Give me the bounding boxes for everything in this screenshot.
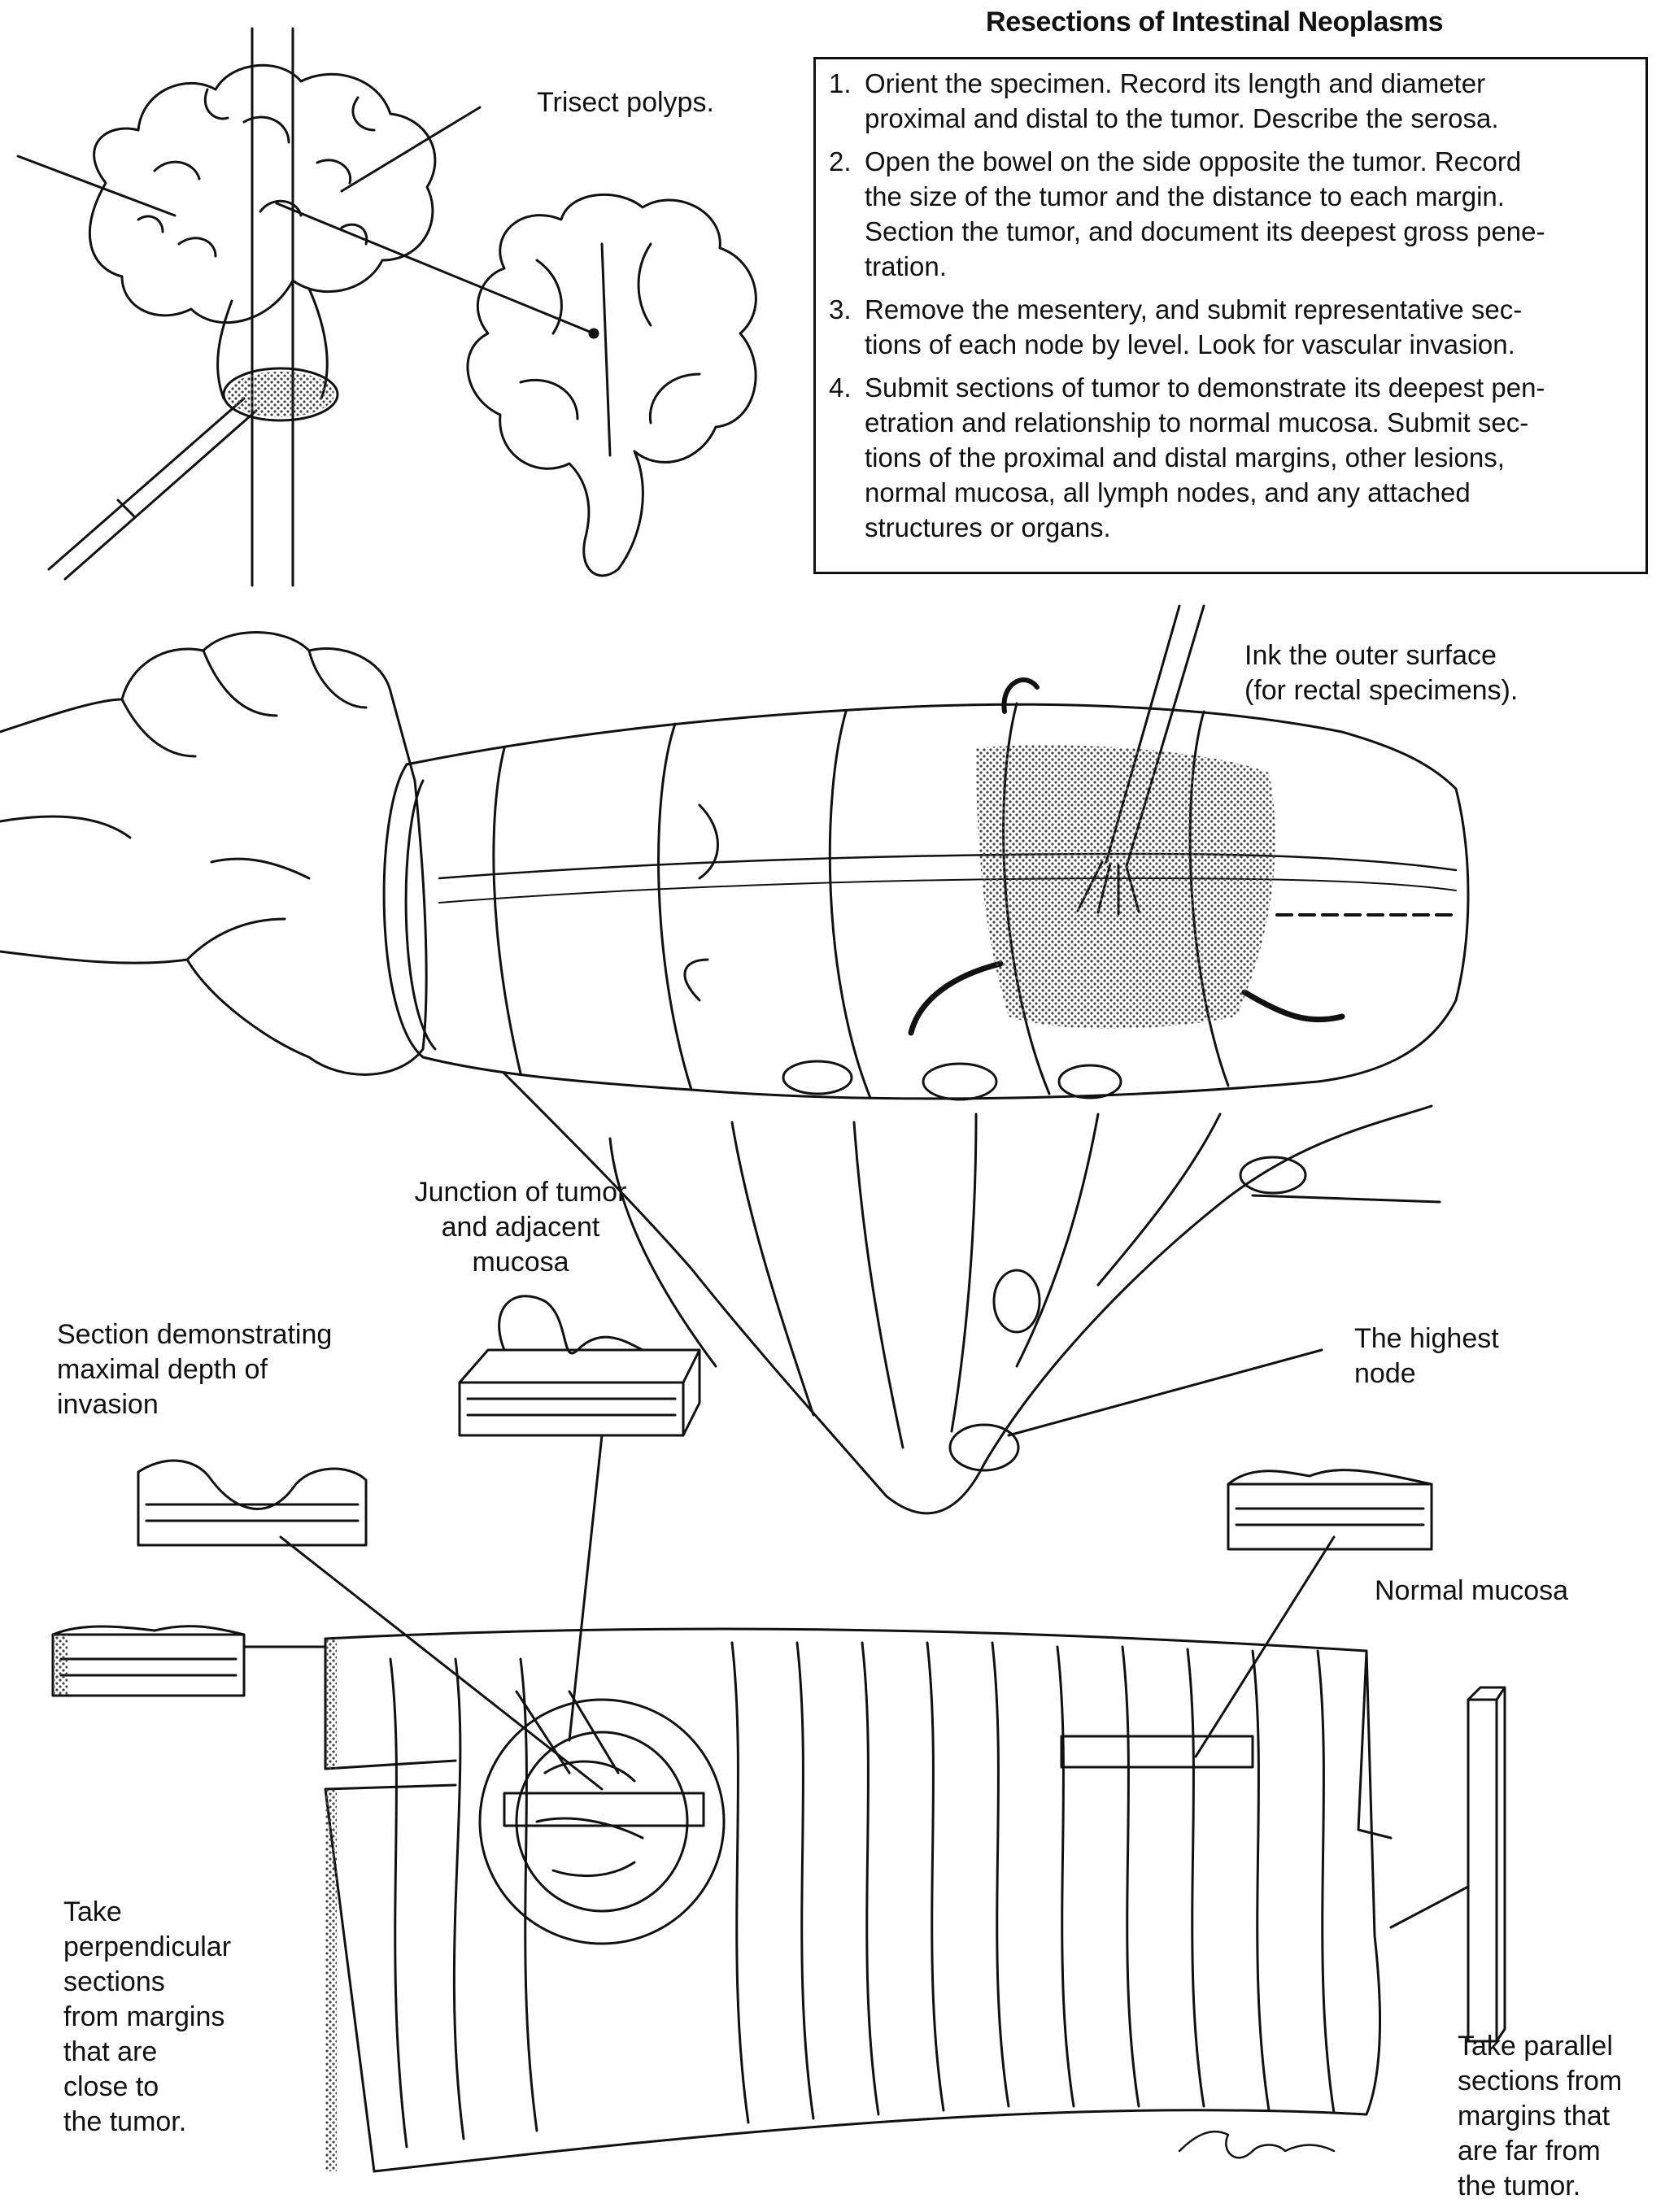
label-line: close to	[63, 2070, 231, 2105]
step-line: the size of the tumor and the distance t…	[865, 179, 1632, 214]
label-ink-surface: Ink the outer surface (for rectal specim…	[1244, 638, 1518, 708]
tissue-block-max-depth	[138, 1461, 602, 1789]
label-line: sections from	[1458, 2064, 1622, 2099]
label-line: node	[1354, 1356, 1499, 1391]
step-text: Submit sections of tumor to demonstrate …	[865, 370, 1632, 545]
label-line: from margins	[63, 2000, 231, 2035]
step-item: 3. Remove the mesentery, and submit repr…	[829, 292, 1632, 362]
label-max-depth: Section demonstrating maximal depth of i…	[57, 1317, 332, 1422]
tissue-block-junction	[460, 1296, 700, 1740]
step-text: Remove the mesentery, and submit represe…	[865, 292, 1632, 362]
label-line: that are	[63, 2035, 231, 2070]
step-text: Open the bowel on the side opposite the …	[865, 144, 1632, 284]
polyp-section-drawing	[468, 194, 756, 575]
step-line: tions of each node by level. Look for va…	[865, 327, 1632, 362]
step-item: 4. Submit sections of tumor to demonstra…	[829, 370, 1632, 545]
label-junction: Junction of tumor and adjacent mucosa	[390, 1175, 651, 1280]
label-line: maximal depth of	[57, 1352, 332, 1387]
opened-bowel-drawing	[325, 1629, 1391, 2171]
step-number: 2.	[829, 144, 852, 179]
label-line: the tumor.	[1458, 2169, 1622, 2204]
step-line: Submit sections of tumor to demonstrate …	[865, 370, 1632, 405]
step-number: 1.	[829, 66, 852, 101]
label-normal-mucosa: Normal mucosa	[1375, 1574, 1568, 1609]
label-line: the tumor.	[63, 2105, 231, 2140]
step-line: Orient the specimen. Record its length a…	[865, 66, 1632, 101]
label-line: Normal mucosa	[1375, 1574, 1568, 1609]
step-text: Orient the specimen. Record its length a…	[865, 66, 1632, 136]
label-line: Take parallel	[1458, 2029, 1622, 2064]
label-line: sections	[63, 1965, 231, 2000]
label-line: are far from	[1458, 2134, 1622, 2169]
label-parallel-sections: Take parallel sections from margins that…	[1458, 2029, 1622, 2204]
step-line: Open the bowel on the side opposite the …	[865, 144, 1632, 179]
step-item: 2. Open the bowel on the side opposite t…	[829, 144, 1632, 284]
steps-box: 1. Orient the specimen. Record its lengt…	[813, 57, 1648, 574]
label-highest-node: The highest node	[1354, 1322, 1499, 1391]
step-line: normal mucosa, all lymph nodes, and any …	[865, 475, 1632, 510]
label-line: Ink the outer surface	[1244, 638, 1518, 673]
label-perpendicular-sections: Take perpendicular sections from margins…	[63, 1895, 231, 2140]
step-line: tions of the proximal and distal margins…	[865, 440, 1632, 475]
label-line: mucosa	[390, 1245, 651, 1280]
step-line: etration and relationship to normal muco…	[865, 405, 1632, 440]
parallel-section-bar	[1391, 1687, 1505, 2041]
label-line: and adjacent	[390, 1210, 651, 1245]
step-number: 3.	[829, 292, 852, 327]
label-line: The highest	[1354, 1322, 1499, 1356]
page-title: Resections of Intestinal Neoplasms	[986, 7, 1443, 38]
label-line: Take	[63, 1895, 231, 1930]
tissue-block-margin	[53, 1626, 325, 1696]
tissue-block-normal	[1196, 1470, 1432, 1757]
step-number: 4.	[829, 370, 852, 405]
label-line: (for rectal specimens).	[1244, 673, 1518, 708]
label-line: invasion	[57, 1387, 332, 1422]
step-item: 1. Orient the specimen. Record its lengt…	[829, 66, 1632, 136]
step-line: Section the tumor, and document its deep…	[865, 214, 1632, 249]
label-line: Junction of tumor	[390, 1175, 651, 1210]
step-line: proximal and distal to the tumor. Descri…	[865, 101, 1632, 136]
polyp-drawing	[18, 28, 594, 586]
label-line: perpendicular	[63, 1930, 231, 1965]
step-line: tration.	[865, 249, 1632, 284]
label-line: margins that	[1458, 2099, 1622, 2134]
label-line: Trisect polyps.	[537, 85, 714, 120]
label-line: Section demonstrating	[57, 1317, 332, 1352]
label-trisect-polyps: Trisect polyps.	[537, 85, 714, 120]
step-line: structures or organs.	[865, 510, 1632, 545]
step-line: Remove the mesentery, and submit represe…	[865, 292, 1632, 327]
